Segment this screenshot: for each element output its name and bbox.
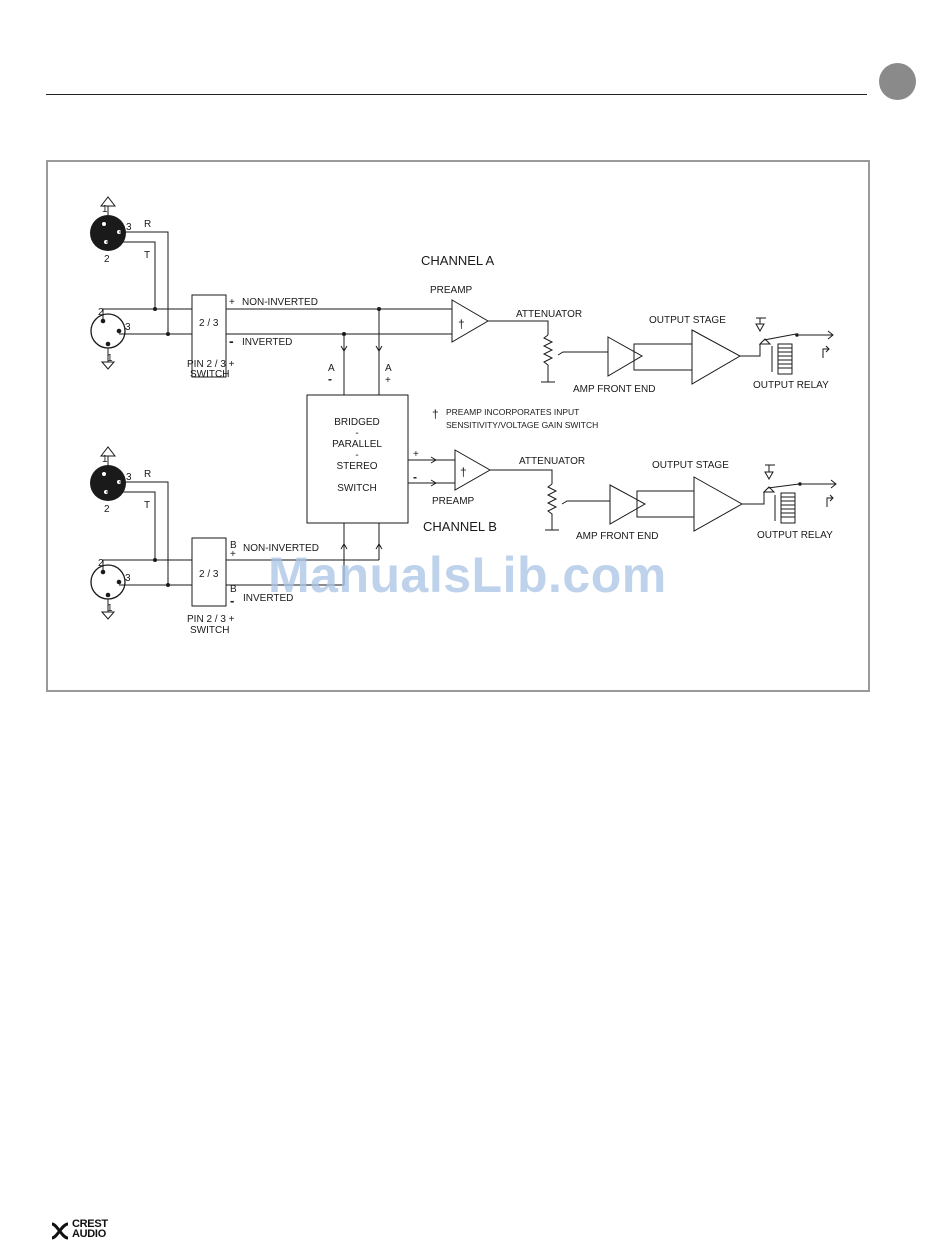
bridge-line-2: PARALLEL	[332, 439, 382, 450]
plus-sign: +	[230, 549, 236, 560]
channel-a-title: CHANNEL A	[421, 253, 495, 268]
tip-label: T	[144, 500, 150, 511]
switch-label-2: SWITCH	[190, 625, 229, 636]
pin-2-label: 2	[98, 307, 104, 318]
switch-label-1: PIN 2 / 3 +	[187, 359, 235, 370]
pin-2-label: 2	[104, 504, 110, 515]
channel-b-xlr-connector: 2 3 1	[90, 558, 192, 620]
channel-b-trs-connector: 1 3 2 R T	[90, 446, 169, 585]
channel-a-preamp: † PREAMP	[430, 285, 489, 343]
pin-2-label: 2	[104, 254, 110, 265]
minus-sign: -	[230, 593, 234, 608]
dagger-mark: †	[460, 465, 467, 479]
ring-label: R	[144, 219, 151, 230]
channel-a-amp-front-end: AMP FRONT END	[573, 336, 693, 395]
preamp-note: † PREAMP INCORPORATES INPUT SENSITIVITY/…	[432, 407, 598, 430]
channel-b-output-relay: OUTPUT RELAY	[757, 479, 837, 541]
channel-b-preamp: † PREAMP	[432, 449, 492, 507]
out-minus: -	[413, 470, 417, 484]
channel-a: 1 3 2 R T 2 3 1 2 / 3 P	[90, 196, 834, 395]
logo-line-1: CREST	[72, 1218, 108, 1230]
a-minus-sign: -	[328, 372, 332, 386]
b-plus-letter: B	[230, 540, 237, 551]
tip-label: T	[144, 250, 150, 261]
note-line-1: PREAMP INCORPORATES INPUT	[446, 407, 579, 417]
output-stage-label: OUTPUT STAGE	[652, 460, 729, 471]
non-inverted-label: NON-INVERTED	[243, 543, 319, 554]
ring-label: R	[144, 469, 151, 480]
channel-b-amp-front-end: AMP FRONT END	[576, 484, 695, 542]
pin-3-label: 3	[125, 322, 131, 333]
note-line-2: SENSITIVITY/VOLTAGE GAIN SWITCH	[446, 420, 598, 430]
a-plus-letter: A	[385, 363, 392, 374]
switch-label-2: SWITCH	[190, 369, 229, 380]
watermark-text: ManualsLib.com	[268, 547, 667, 603]
bridge-line-4: SWITCH	[337, 483, 376, 494]
b-minus-letter: B	[230, 584, 237, 595]
switch-label-1: PIN 2 / 3 +	[187, 614, 235, 625]
switch-ratio: 2 / 3	[199, 318, 219, 329]
channel-a-xlr-connector: 2 3 1	[90, 307, 192, 370]
inverted-label: INVERTED	[242, 337, 292, 348]
pin-1-label: 1	[102, 454, 108, 465]
header-rule	[46, 94, 867, 95]
note-dagger: †	[432, 407, 439, 421]
bridge-dash-2: -	[355, 450, 358, 461]
pin-1-label: 1	[102, 204, 108, 215]
dagger-mark: †	[458, 317, 465, 331]
output-relay-label: OUTPUT RELAY	[757, 530, 833, 541]
pin-1-label: 1	[107, 353, 113, 364]
channel-b-output-stage: OUTPUT STAGE	[652, 460, 775, 532]
diagram-frame	[46, 160, 870, 692]
bridge-dash-1: -	[355, 428, 358, 439]
amp-front-end-label: AMP FRONT END	[576, 531, 658, 542]
channel-a-trs-connector: 1 3 2 R T	[90, 196, 169, 334]
switch-ratio: 2 / 3	[199, 569, 219, 580]
channel-b-polarity-switch: 2 / 3 PIN 2 / 3 + SWITCH	[187, 537, 235, 636]
channel-a-output-relay: OUTPUT RELAY	[753, 330, 834, 391]
preamp-label: PREAMP	[432, 496, 475, 507]
attenuator-label: ATTENUATOR	[519, 456, 585, 467]
out-plus: +	[413, 449, 419, 460]
plus-sign: +	[229, 297, 235, 308]
crest-logo-icon	[51, 1222, 69, 1240]
channel-b: 1 3 2 R T 2 3 1 2 / 3 PIN 2 / 3 +	[90, 446, 837, 636]
a-plus-sign: +	[385, 375, 391, 386]
bridge-line-1: BRIDGED	[334, 417, 380, 428]
amp-front-end-label: AMP FRONT END	[573, 384, 655, 395]
channel-a-attenuator: ATTENUATOR	[488, 309, 608, 383]
output-relay-label: OUTPUT RELAY	[753, 380, 829, 391]
logo-line-2: AUDIO	[72, 1228, 106, 1240]
channel-b-attenuator: ATTENUATOR	[490, 456, 610, 531]
minus-sign: -	[229, 333, 234, 349]
bridge-line-3: STEREO	[336, 461, 377, 472]
logo-text: CREST AUDIO	[72, 1218, 108, 1240]
bridged-parallel-stereo-switch: BRIDGED - PARALLEL - STEREO SWITCH A - A…	[306, 363, 455, 524]
channel-b-title: CHANNEL B	[423, 519, 497, 534]
preamp-label: PREAMP	[430, 285, 473, 296]
channel-a-output-stage: OUTPUT STAGE	[649, 315, 766, 385]
attenuator-label: ATTENUATOR	[516, 309, 582, 320]
crest-audio-logo: CREST AUDIO	[50, 1219, 130, 1245]
non-inverted-label: NON-INVERTED	[242, 297, 318, 308]
page-tab-marker	[879, 63, 916, 100]
channel-a-polarity-switch: 2 / 3 PIN 2 / 3 + SWITCH	[187, 294, 235, 380]
a-minus-letter: A	[328, 363, 335, 374]
inverted-label: INVERTED	[243, 593, 293, 604]
pin-2-label: 2	[98, 558, 104, 569]
pin-1-label: 1	[107, 603, 113, 614]
pin-3-label: 3	[125, 573, 131, 584]
pin-3-label: 3	[126, 222, 132, 233]
output-stage-label: OUTPUT STAGE	[649, 315, 726, 326]
pin-3-label: 3	[126, 472, 132, 483]
